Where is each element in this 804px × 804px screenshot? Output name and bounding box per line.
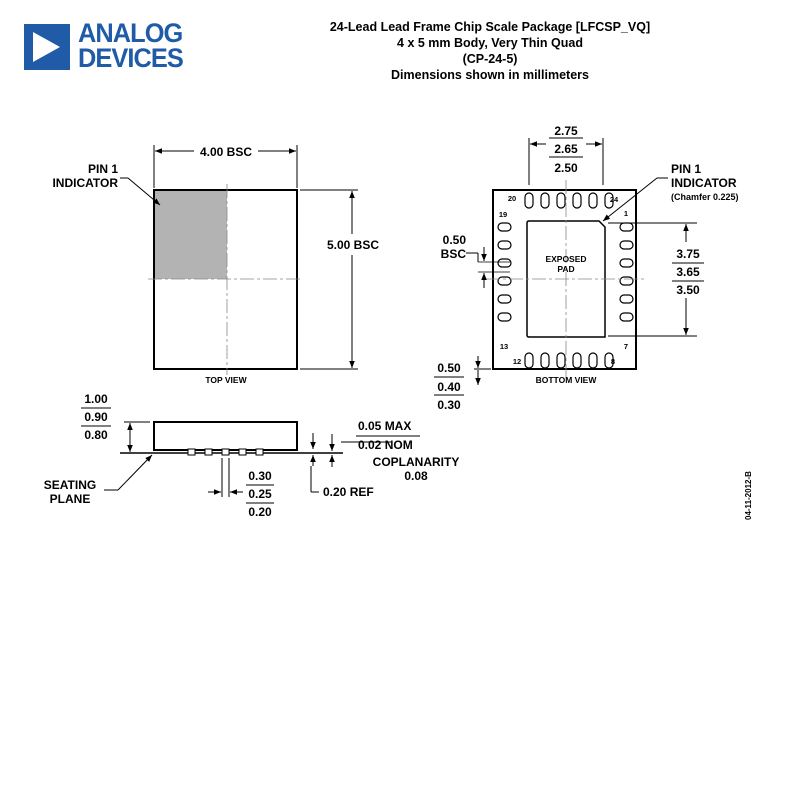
lead-bottom-1 bbox=[524, 352, 534, 369]
lead-top-5 bbox=[588, 192, 598, 209]
lead-bottom-6 bbox=[604, 352, 614, 369]
pitch-unit: BSC bbox=[441, 247, 467, 261]
top-width-dim: 4.00 BSC bbox=[200, 145, 252, 159]
lead-top-6 bbox=[604, 192, 614, 209]
pin-number-20: 20 bbox=[508, 194, 516, 203]
top-height-dim: 5.00 BSC bbox=[327, 238, 379, 252]
lead-bottom-5 bbox=[588, 352, 598, 369]
lead-length-min: 0.30 bbox=[437, 398, 461, 412]
standoff-max: 0.05 MAX bbox=[358, 419, 411, 433]
top-view-label: TOP VIEW bbox=[205, 375, 247, 385]
pad-width-max: 2.75 bbox=[554, 124, 578, 138]
package-body: 4 x 5 mm Body, Very Thin Quad bbox=[397, 36, 583, 50]
pad-width-min: 2.50 bbox=[554, 161, 578, 175]
side-view-body bbox=[153, 421, 298, 451]
drawing-date-code: 04-11-2012-B bbox=[744, 471, 753, 520]
lead-left-3 bbox=[497, 258, 512, 268]
bottom-pin1-label-2: INDICATOR bbox=[671, 176, 737, 190]
lead-right-3 bbox=[619, 258, 634, 268]
pin-number-12: 12 bbox=[513, 357, 521, 366]
package-title: 24-Lead Lead Frame Chip Scale Package [L… bbox=[329, 20, 651, 34]
lead-right-6 bbox=[619, 312, 634, 322]
lead-top-4 bbox=[572, 192, 582, 209]
lead-right-1 bbox=[619, 222, 634, 232]
lead-bottom-4 bbox=[572, 352, 582, 369]
lead-left-4 bbox=[497, 276, 512, 286]
coplanarity-label: COPLANARITY bbox=[373, 455, 460, 469]
height-max: 1.00 bbox=[84, 392, 108, 406]
logo-word-devices: DEVICES bbox=[78, 43, 184, 73]
side-view: 1.00 0.90 0.80 0.05 MAX 0.02 NOM COPLANA… bbox=[44, 392, 460, 519]
bottom-view-label: BOTTOM VIEW bbox=[536, 375, 598, 385]
standoff-nom: 0.02 NOM bbox=[358, 438, 413, 452]
logo-word-analog: ANALOG bbox=[78, 18, 183, 48]
bottom-pin1-label-1: PIN 1 bbox=[671, 162, 701, 176]
seating-plane-label-1: SEATING bbox=[44, 478, 96, 492]
lead-left-6 bbox=[497, 312, 512, 322]
chamfer-note: (Chamfer 0.225) bbox=[671, 192, 739, 202]
lead-bottom-3 bbox=[556, 352, 566, 369]
height-min: 0.80 bbox=[84, 428, 108, 442]
package-code: (CP-24-5) bbox=[462, 52, 518, 66]
lead-left-1 bbox=[497, 222, 512, 232]
pin-number-19: 19 bbox=[499, 210, 507, 219]
pin-number-1: 1 bbox=[624, 209, 628, 218]
lead-length-max: 0.50 bbox=[437, 361, 461, 375]
coplanarity-value: 0.08 bbox=[404, 469, 428, 483]
lead-length-nom: 0.40 bbox=[437, 380, 461, 394]
analog-devices-logo-mark bbox=[24, 24, 70, 70]
pin-number-8: 8 bbox=[611, 357, 615, 366]
pad-width-nom: 2.65 bbox=[554, 142, 578, 156]
pin1-indicator-shade bbox=[155, 191, 227, 279]
seating-plane-label-2: PLANE bbox=[50, 492, 91, 506]
lead-ref: 0.20 REF bbox=[323, 485, 374, 499]
top-pin1-label-1: PIN 1 bbox=[88, 162, 118, 176]
pitch-value: 0.50 bbox=[443, 233, 467, 247]
exposed-pad-label-2: PAD bbox=[557, 264, 574, 274]
lead-top-3 bbox=[556, 192, 566, 209]
lead-left-2 bbox=[497, 240, 512, 250]
lead-width-max: 0.30 bbox=[248, 469, 272, 483]
lead-left-5 bbox=[497, 294, 512, 304]
logo-triangle-icon bbox=[33, 32, 60, 62]
pad-height-nom: 3.65 bbox=[676, 265, 700, 279]
pin-number-7: 7 bbox=[624, 342, 628, 351]
lead-top-1 bbox=[524, 192, 534, 209]
pad-height-min: 3.50 bbox=[676, 283, 700, 297]
height-nom: 0.90 bbox=[84, 410, 108, 424]
top-pin1-label-2: INDICATOR bbox=[52, 176, 118, 190]
pad-height-max: 3.75 bbox=[676, 247, 700, 261]
bottom-view-leads bbox=[497, 192, 634, 369]
bottom-view: EXPOSED PAD 20 24 19 1 13 7 12 8 2.75 2.… bbox=[434, 124, 739, 412]
pin-number-24: 24 bbox=[610, 195, 619, 204]
lead-width-min: 0.20 bbox=[248, 505, 272, 519]
top-view: 4.00 BSC 5.00 BSC PIN 1 INDICATOR TOP VI… bbox=[52, 145, 379, 385]
units-note: Dimensions shown in millimeters bbox=[391, 68, 589, 82]
lead-width-nom: 0.25 bbox=[248, 487, 272, 501]
lead-right-2 bbox=[619, 240, 634, 250]
lead-bottom-2 bbox=[540, 352, 550, 369]
exposed-pad-label-1: EXPOSED bbox=[545, 254, 586, 264]
lead-right-5 bbox=[619, 294, 634, 304]
pin-number-13: 13 bbox=[500, 342, 508, 351]
lead-right-4 bbox=[619, 276, 634, 286]
side-view-leads bbox=[187, 448, 264, 456]
lead-top-2 bbox=[540, 192, 550, 209]
